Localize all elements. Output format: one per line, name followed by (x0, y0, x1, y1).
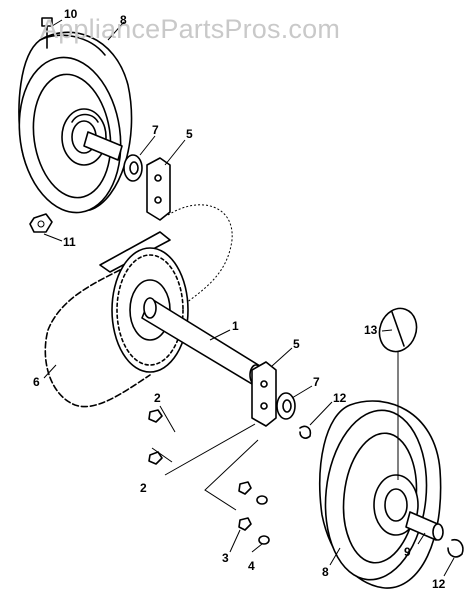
washer-7-top (123, 154, 143, 182)
bracket-5-top (146, 157, 171, 221)
callout-4: 4 (248, 559, 255, 573)
bolt-10 (41, 17, 53, 49)
callout-5-bottom: 5 (293, 337, 300, 351)
callout-7-bottom: 7 (313, 375, 320, 389)
callout-2-lower: 2 (140, 481, 147, 495)
washers-4 (256, 495, 270, 545)
callout-13: 13 (364, 323, 378, 337)
callout-11: 11 (63, 235, 76, 249)
wheel-bottom-right (319, 400, 442, 589)
callout-12-upper: 12 (333, 391, 347, 405)
chain-guard-outline (149, 204, 233, 306)
nuts-3 (238, 481, 252, 531)
bolt-2-lower (148, 451, 163, 465)
callout-2-upper: 2 (154, 391, 161, 405)
wheel-top-left (18, 31, 133, 214)
nut-11 (29, 213, 53, 233)
spacer-9 (405, 511, 444, 541)
callout-10: 10 (64, 7, 78, 21)
callout-9: 9 (404, 545, 411, 559)
hubcap-13 (378, 307, 418, 353)
callout-7-top: 7 (152, 123, 159, 137)
axle-stub-top (83, 131, 123, 161)
bracket-5-bottom (251, 361, 277, 427)
callout-1: 1 (232, 319, 239, 333)
chain-6 (44, 269, 151, 408)
callout-8-top: 8 (120, 13, 127, 27)
clip-12-lower (447, 538, 464, 558)
clip-12-upper (299, 425, 312, 439)
watermark: AppliancePartsPros.com (40, 14, 341, 44)
callout-3: 3 (222, 551, 229, 565)
callout-12-lower: 12 (432, 577, 446, 591)
callout-6: 6 (33, 375, 40, 389)
callout-8-bottom: 8 (322, 565, 329, 579)
bolt-2-upper (148, 409, 163, 423)
washer-7-bottom (276, 392, 296, 420)
callout-5-top: 5 (186, 127, 193, 141)
